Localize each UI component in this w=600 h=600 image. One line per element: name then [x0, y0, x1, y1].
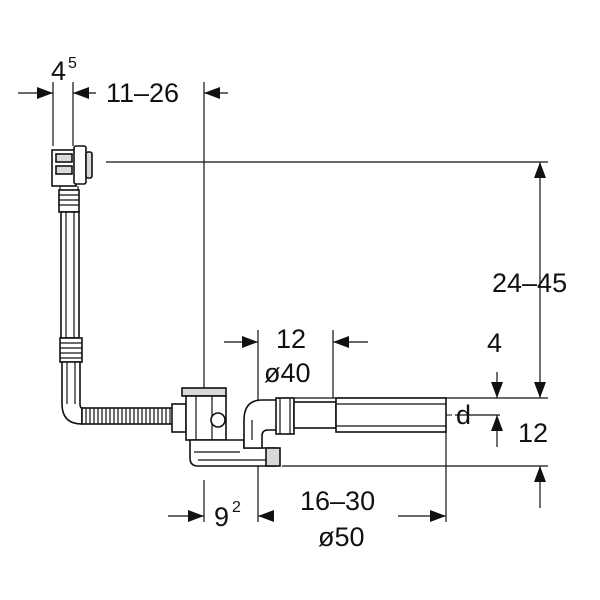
- label-twelve-right: 12: [518, 418, 548, 448]
- arrow-up-icon: [491, 415, 503, 431]
- waste-valve: [210, 412, 226, 428]
- hose-body: [81, 407, 175, 425]
- arrow-right-icon: [188, 510, 204, 522]
- label-d: d: [456, 400, 471, 430]
- outlet-nut: [275, 397, 295, 435]
- label-overflow-offset-sup: 5: [68, 55, 77, 72]
- arrow-down-icon: [534, 382, 546, 398]
- waste-body: [171, 387, 281, 467]
- label-outlet-diameter: ø50: [318, 522, 365, 552]
- label-overflow-range: 11–26: [106, 78, 179, 108]
- label-outlet-range: 16–30: [300, 486, 375, 516]
- arrow-right-icon: [242, 336, 258, 348]
- trap-cleanout: [265, 447, 281, 467]
- label-outlet-offset: 9: [214, 502, 229, 532]
- overflow-plate: [85, 151, 93, 179]
- horizontal-hose: [81, 407, 175, 425]
- outlet-sleeve: [293, 401, 337, 429]
- overflow-detail-mid: [55, 165, 73, 175]
- arrow-right-icon: [37, 87, 53, 99]
- label-outlet-offset-sup: 2: [232, 499, 241, 516]
- arrow-right-icon: [430, 510, 446, 522]
- waste-flange: [181, 387, 227, 397]
- label-waste-diameter: ø40: [264, 358, 311, 388]
- corrugated-top: [58, 189, 80, 213]
- label-vertical-range: 24–45: [492, 268, 567, 298]
- arrow-down-icon: [491, 382, 503, 398]
- arrow-up-icon: [534, 162, 546, 178]
- label-overflow-offset: 4: [51, 56, 66, 86]
- arrow-left-icon: [258, 510, 274, 522]
- tube-bend: [61, 361, 83, 425]
- label-waste-offset: 12: [276, 324, 306, 354]
- trap-bowl: [189, 439, 277, 467]
- overflow-head: [51, 145, 93, 196]
- hose-connector: [171, 403, 187, 433]
- overflow-tube: [60, 211, 80, 339]
- outlet-assembly: [243, 397, 447, 449]
- arrow-left-icon: [333, 336, 349, 348]
- arrow-left-icon: [204, 87, 220, 99]
- arrow-left-icon: [73, 87, 89, 99]
- outlet-pipe: [335, 397, 447, 433]
- overflow-cap: [73, 145, 87, 185]
- label-four: 4: [487, 328, 502, 358]
- arrow-up-icon: [534, 466, 546, 482]
- tube-coupling: [59, 337, 83, 363]
- corrugated-top-body: [58, 189, 80, 213]
- overflow-detail-top: [55, 153, 73, 163]
